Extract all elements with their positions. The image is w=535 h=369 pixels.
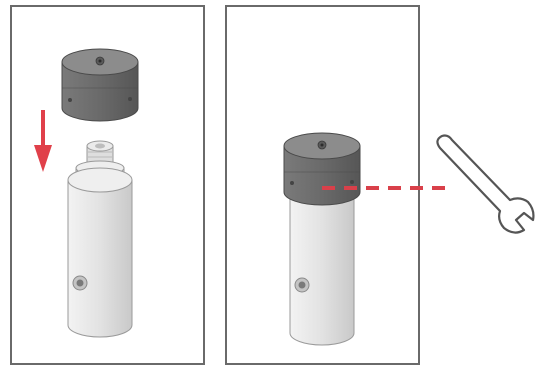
cap-left — [62, 49, 138, 121]
wrench-icon — [437, 136, 533, 233]
down-arrow-icon — [34, 110, 52, 172]
cap-right — [284, 133, 360, 205]
cylinder-right — [290, 195, 354, 345]
cylinder-left — [68, 141, 132, 337]
